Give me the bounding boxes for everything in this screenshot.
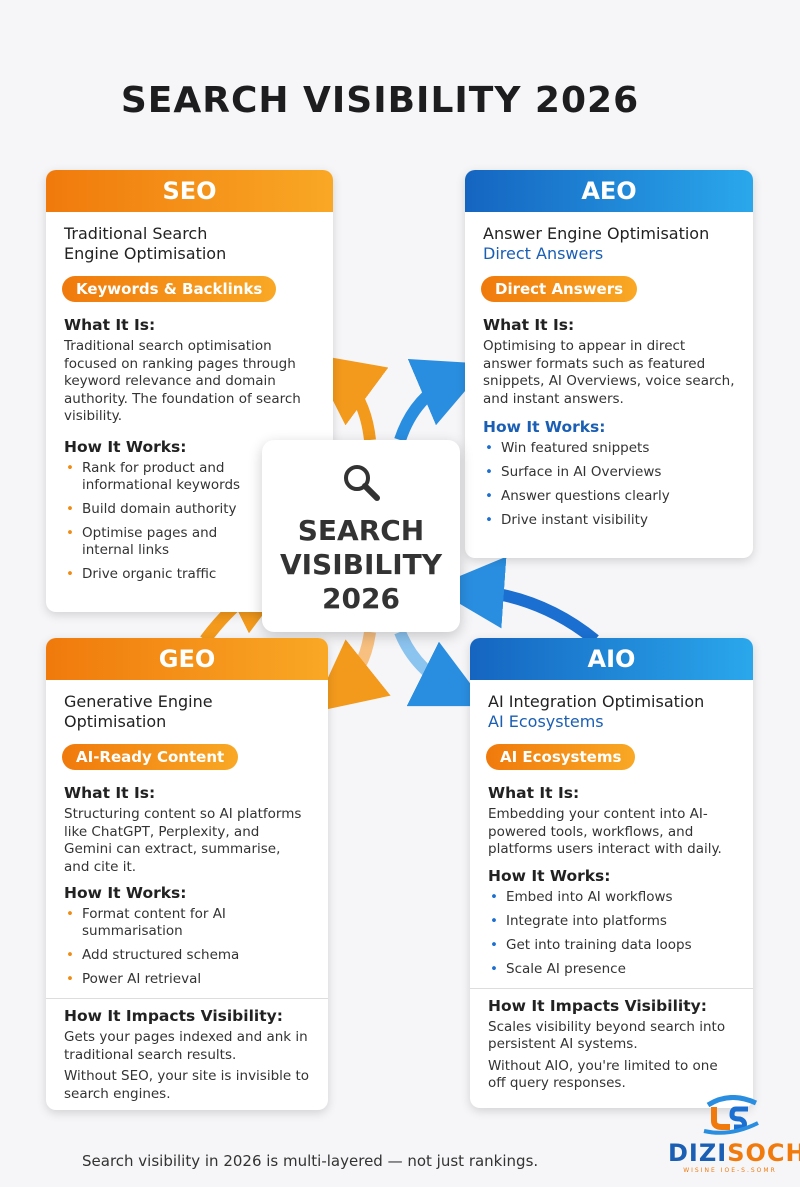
list-item: Optimise pages and internal links [64,525,254,559]
list-item: Surface in AI Overviews [483,464,735,481]
dizisoch-logo: DIZISOCH WISINE IOE-S.SOMR [668,1095,800,1174]
arrow-seo [309,353,389,441]
logo-tagline: WISINE IOE-S.SOMR [683,1167,777,1174]
footer-tagline: Search visibility in 2026 is multi-layer… [82,1152,539,1170]
list-item: Power AI retrieval [64,971,310,988]
geo-subtitle: Generative Engine Optimisation [64,692,213,731]
geo-what-heading: What It Is: [64,784,156,802]
aeo-what-text: Optimising to appear in direct answer fo… [483,338,735,407]
aio-card: AIO AI Integration Optimisation AI Ecosy… [470,638,753,1108]
aeo-pill: Direct Answers [481,276,638,302]
seo-header: SEO [46,170,333,212]
arrow-geo-out [311,631,391,713]
seo-subtitle: Traditional Search Engine Optimisation [64,224,227,263]
list-item: Integrate into platforms [488,913,735,930]
aio-what-heading: What It Is: [488,784,580,802]
aeo-how-heading: How It Works: [483,418,606,436]
aio-subtitle-2: AI Ecosystems [488,712,604,731]
arrow-aio-in [432,556,599,645]
aio-how-heading: How It Works: [488,866,611,885]
aeo-card: AEO Answer Engine Optimisation Direct An… [465,170,753,558]
aio-pill: AI Ecosystems [486,744,636,770]
geo-how-heading: How It Works: [64,884,187,902]
list-item: Drive organic traffic [64,566,254,583]
list-item: Get into training data loops [488,937,735,954]
aio-what-text: Embedding your content into AI-powered t… [488,806,722,857]
divider [470,987,753,989]
divider [46,998,328,999]
aeo-header: AEO [465,170,753,212]
aeo-subtitle-2: Direct Answers [483,244,604,263]
aio-impact-heading: How It Impacts Visibility: [488,996,707,1015]
magnifier-icon [344,465,380,501]
list-item: Embed into AI workflows [488,889,735,906]
seo-what-text: Traditional search optimisation focused … [64,338,301,424]
list-item: Win featured snippets [483,440,735,457]
center-line-1: SEARCH [297,514,425,547]
aio-impact-1: Scales visibility beyond search into per… [488,1018,726,1053]
geo-pill: AI-Ready Content [62,744,239,770]
center-line-3: 2026 [322,582,400,615]
list-item: Build domain authority [64,501,254,518]
seo-what-heading: What It Is: [64,316,156,334]
aeo-what-heading: What It Is: [483,316,575,334]
geo-impact-2: Without SEO, your site is invisible to s… [64,1068,310,1102]
seo-pill: Keywords & Backlinks [62,276,277,302]
arrow-aeo [394,358,489,443]
aio-header: AIO [470,638,753,680]
list-item: Rank for product and informational keywo… [64,460,254,494]
geo-what-text: Structuring content so AI platforms like… [64,806,302,875]
geo-impact-1: Gets your pages indexed and ank in tradi… [64,1029,308,1063]
list-item: Scale AI presence [488,961,735,978]
list-item: Drive instant visibility [483,512,735,529]
center-line-2: VISIBILITY [279,548,443,581]
aeo-subtitle: Answer Engine Optimisation [483,224,710,243]
list-item: Format content for AI summarisation [64,906,234,940]
logo-mark-icon [703,1095,759,1135]
page-title: SEARCH VISIBILITY 2026 [120,80,640,121]
geo-header: GEO [46,638,328,680]
aio-impact-2: Without AIO, you're limited to one off q… [488,1057,718,1092]
seo-how-heading: How It Works: [64,437,187,456]
aio-subtitle: AI Integration Optimisation [488,692,705,711]
geo-impact-heading: How It Impacts Visibility: [64,1007,283,1025]
list-item: Add structured schema [64,947,310,964]
geo-card: GEO Generative Engine Optimisation AI-Re… [46,638,328,1110]
list-item: Answer questions clearly [483,488,735,505]
arrow-aio-out [394,629,488,707]
